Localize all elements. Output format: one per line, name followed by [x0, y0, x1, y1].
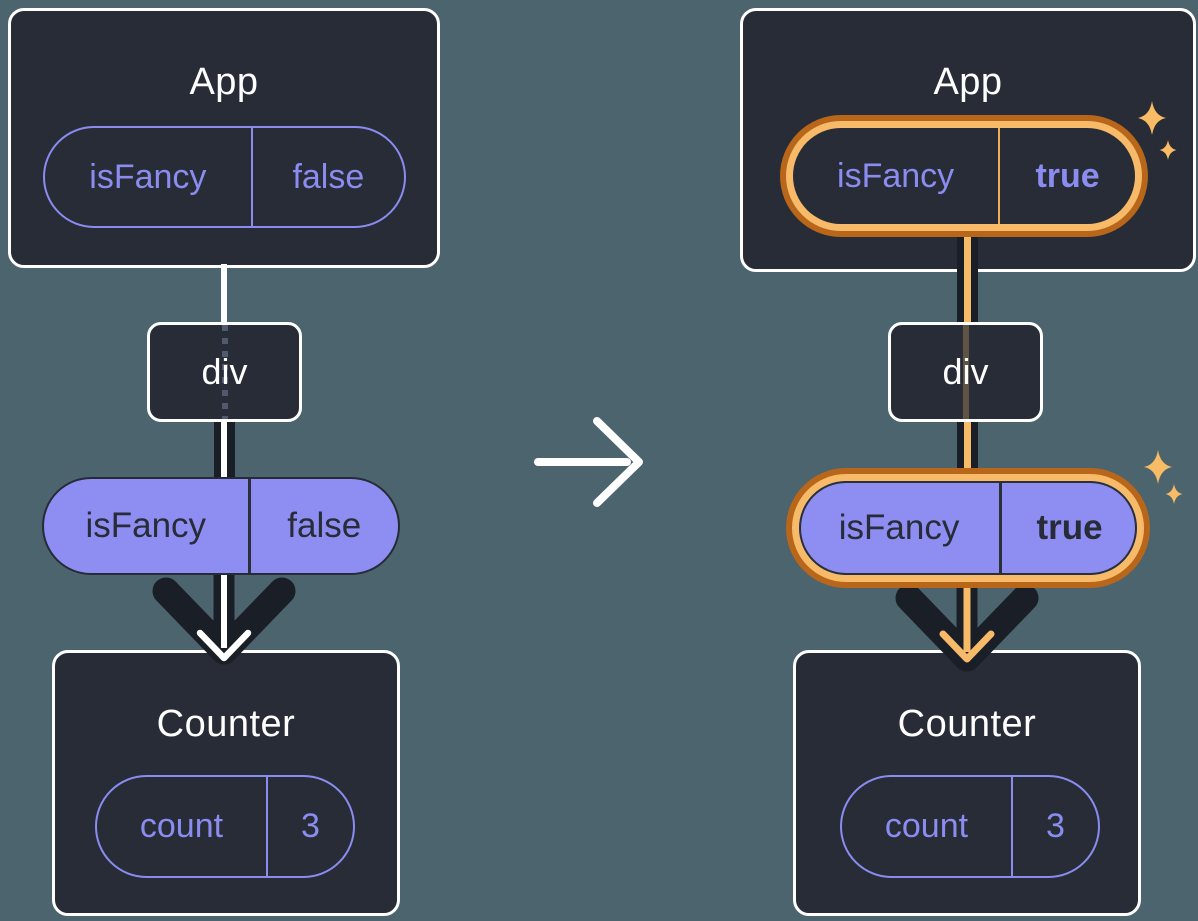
prop-value-label: false: [250, 128, 404, 226]
state-name-label: count: [884, 807, 969, 845]
connector-prop-to-div-core: [964, 233, 971, 324]
state-name-label: count: [139, 807, 224, 845]
connector-div-to-prop-core: [221, 420, 227, 480]
prop-value-label: true: [998, 128, 1135, 224]
passed-prop-name-label: isFancy: [85, 506, 207, 545]
sparkle-icon: [1138, 101, 1177, 160]
passed-prop-value-label: false: [247, 479, 398, 573]
app-title: App: [189, 61, 259, 103]
connector-through-div: [221, 325, 228, 419]
prop-pill-inner-ring: isFancy true: [786, 121, 1142, 231]
passed-prop-pill: isFancy false: [42, 477, 400, 575]
connector-div-to-prop-core: [964, 420, 971, 480]
prop-pill: isFancy true: [793, 128, 1135, 224]
prop-name-label: isFancy: [837, 156, 955, 195]
counter-title: Counter: [156, 703, 296, 745]
passed-prop-inner-ring: isFancy true: [792, 474, 1144, 582]
passed-prop-pill: isFancy true: [799, 481, 1137, 575]
counter-card: Counter count 3: [793, 650, 1141, 916]
arrow-down-icon: [152, 568, 296, 665]
arrow-down-icon: [895, 576, 1039, 672]
div-node: div: [888, 322, 1043, 422]
app-title: App: [933, 61, 1003, 103]
state-pill: count 3: [840, 775, 1100, 878]
prop-pill: isFancy false: [43, 126, 406, 228]
div-node: div: [147, 322, 302, 422]
prop-name-label: isFancy: [89, 157, 207, 196]
passed-prop-name-label: isFancy: [838, 508, 960, 547]
passed-prop-value-label: true: [999, 481, 1137, 575]
arrow-right-icon: [534, 417, 643, 507]
counter-title: Counter: [897, 703, 1037, 745]
prop-pill-highlight-ring: isFancy true: [780, 115, 1148, 237]
connector-app-to-div: [221, 264, 227, 326]
state-pill: count 3: [95, 775, 355, 878]
passed-prop-highlight-ring: isFancy true: [786, 468, 1150, 588]
connector-through-div: [962, 325, 969, 419]
app-card: App isFancy false: [8, 8, 440, 268]
sparkle-icon: [1144, 450, 1183, 504]
state-value-label: 3: [265, 777, 353, 876]
state-value-label: 3: [1010, 777, 1098, 876]
div-label: div: [942, 351, 989, 392]
div-label: div: [201, 351, 248, 392]
